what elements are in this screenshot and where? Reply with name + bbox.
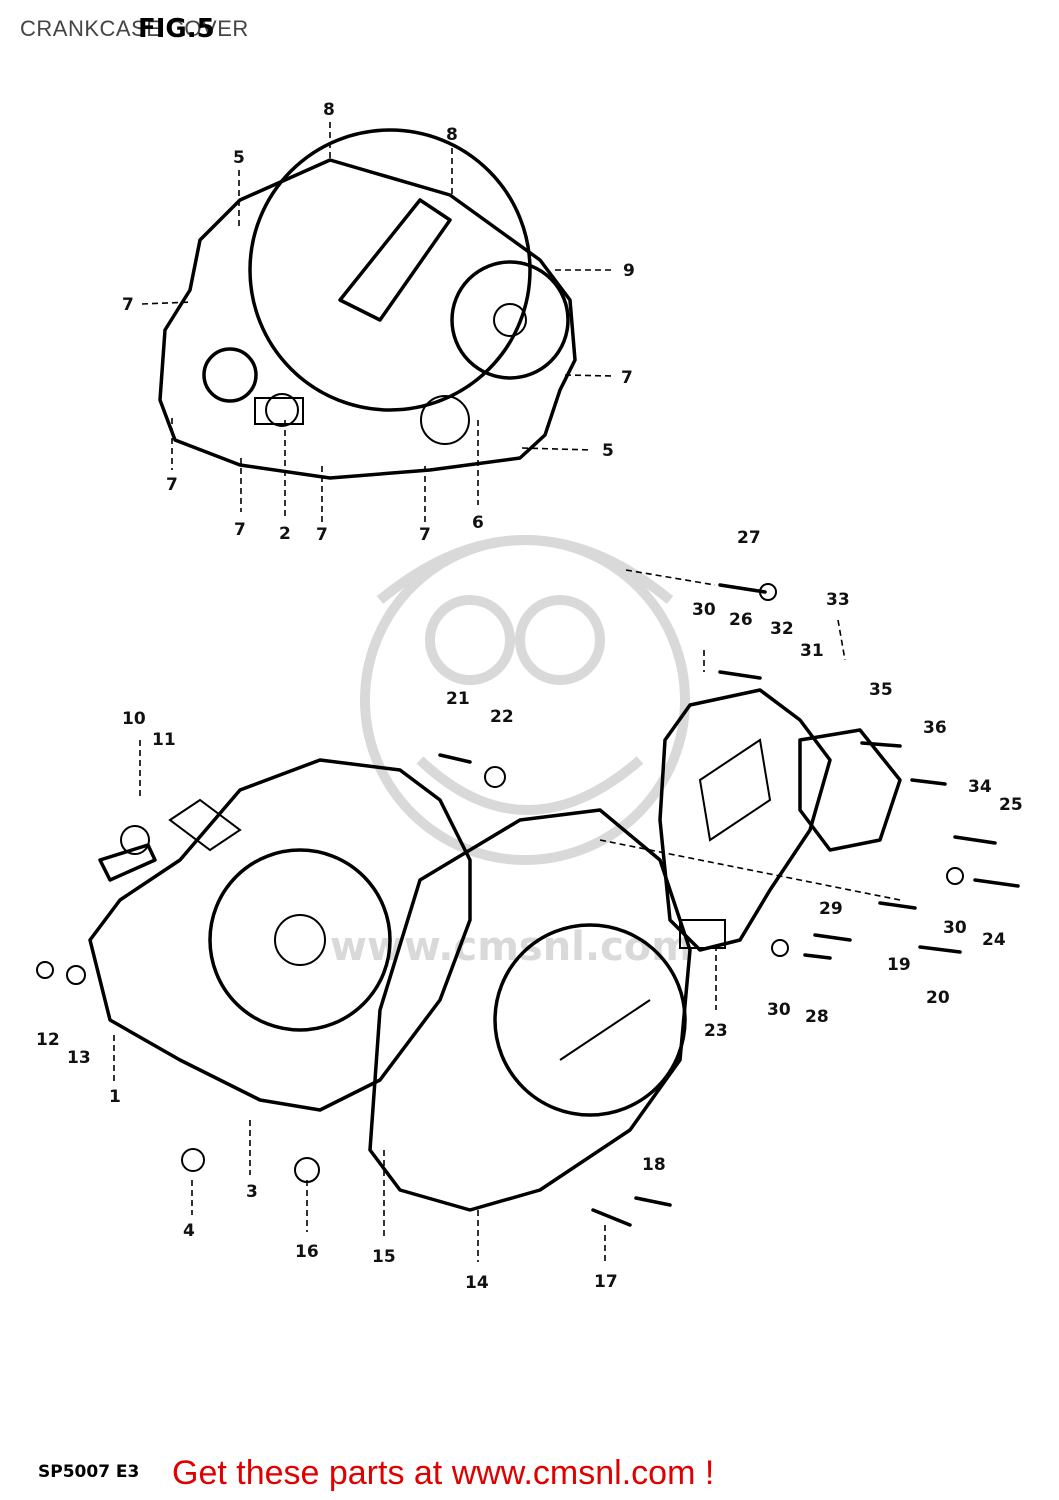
callout-22: 22 bbox=[490, 707, 514, 727]
callout-28: 28 bbox=[805, 1007, 829, 1027]
callout-7: 7 bbox=[122, 295, 134, 315]
callout-3: 3 bbox=[246, 1182, 258, 1202]
leader-lines bbox=[113, 122, 901, 1265]
callout-27: 27 bbox=[737, 528, 761, 548]
callout-33: 33 bbox=[826, 590, 850, 610]
crankcase-cover-lower bbox=[88, 758, 472, 1112]
callout-7: 7 bbox=[419, 525, 431, 545]
callout-1: 1 bbox=[109, 1087, 121, 1107]
callout-5: 5 bbox=[602, 441, 614, 461]
callout-16: 16 bbox=[295, 1242, 319, 1262]
callout-26: 26 bbox=[729, 610, 753, 630]
callout-15: 15 bbox=[372, 1247, 396, 1267]
callout-35: 35 bbox=[869, 680, 893, 700]
callout-11: 11 bbox=[152, 730, 176, 750]
callout-20: 20 bbox=[926, 988, 950, 1008]
callout-32: 32 bbox=[770, 619, 794, 639]
callout-19: 19 bbox=[887, 955, 911, 975]
generator-cover bbox=[368, 808, 692, 1212]
callout-8: 8 bbox=[446, 125, 458, 145]
callout-6: 6 bbox=[472, 513, 484, 533]
callout-12: 12 bbox=[36, 1030, 60, 1050]
watermark-logo bbox=[360, 535, 690, 865]
get-parts-link[interactable]: Get these parts at www.cmsnl.com ! bbox=[172, 1454, 715, 1492]
callout-21: 21 bbox=[446, 689, 470, 709]
sprocket-cover bbox=[658, 688, 902, 952]
callout-30: 30 bbox=[943, 918, 967, 938]
clutch-cover-upper bbox=[158, 128, 577, 480]
fasteners bbox=[36, 583, 1020, 1227]
callout-34: 34 bbox=[968, 777, 992, 797]
callout-7: 7 bbox=[166, 475, 178, 495]
figure-label: FIG.5 bbox=[138, 14, 215, 44]
callout-18: 18 bbox=[642, 1155, 666, 1175]
callout-2: 2 bbox=[279, 524, 291, 544]
callout-8: 8 bbox=[323, 100, 335, 120]
diagram-code: SP5007 E3 bbox=[38, 1462, 140, 1482]
callout-25: 25 bbox=[999, 795, 1023, 815]
callout-7: 7 bbox=[234, 520, 246, 540]
callout-30: 30 bbox=[767, 1000, 791, 1020]
callout-10: 10 bbox=[122, 709, 146, 729]
watermark-text: www.cmsnl.com bbox=[330, 924, 693, 970]
callout-30: 30 bbox=[692, 600, 716, 620]
page-title: CRANKCASE COVER bbox=[20, 16, 249, 41]
callout-17: 17 bbox=[594, 1272, 618, 1292]
callout-36: 36 bbox=[923, 718, 947, 738]
callout-23: 23 bbox=[704, 1021, 728, 1041]
callout-13: 13 bbox=[67, 1048, 91, 1068]
callout-14: 14 bbox=[465, 1273, 489, 1293]
callout-labels: 8 8 5 9 7 7 5 7 7 2 7 7 6 27 33 30 26 32… bbox=[36, 100, 1023, 1293]
callout-4: 4 bbox=[183, 1221, 195, 1241]
callout-9: 9 bbox=[623, 261, 635, 281]
callout-7: 7 bbox=[621, 368, 633, 388]
callout-7: 7 bbox=[316, 525, 328, 545]
callout-5: 5 bbox=[233, 148, 245, 168]
callout-31: 31 bbox=[800, 641, 824, 661]
callout-24: 24 bbox=[982, 930, 1006, 950]
callout-29: 29 bbox=[819, 899, 843, 919]
